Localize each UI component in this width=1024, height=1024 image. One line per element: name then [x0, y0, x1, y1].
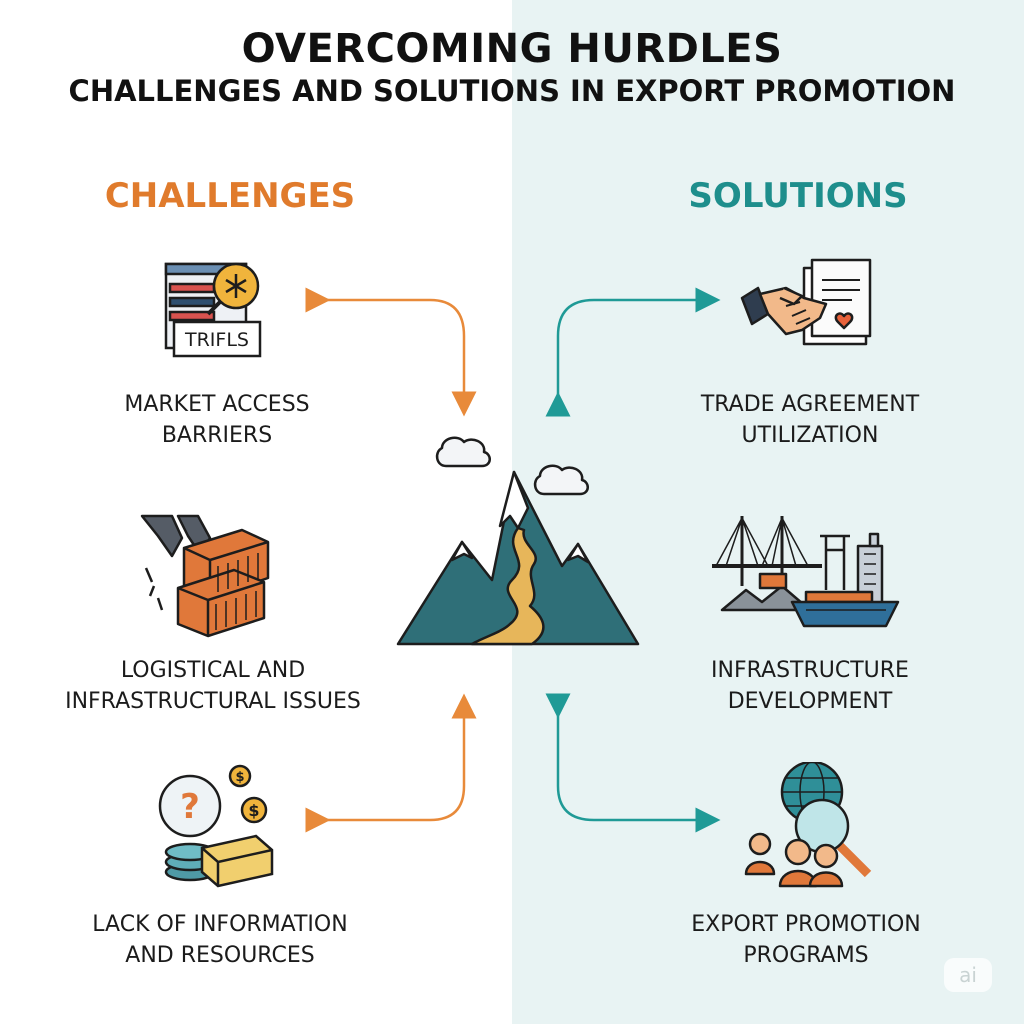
svg-text:$: $	[248, 801, 259, 820]
bridge-port-ship-icon	[712, 516, 900, 628]
svg-text:?: ?	[180, 787, 200, 827]
solutions-heading: SOLUTIONS	[688, 176, 908, 216]
solution-label-export-promotion: EXPORT PROMOTION PROGRAMS	[691, 912, 921, 968]
solution-label-infrastructure: INFRASTRUCTURE DEVELOPMENT	[711, 658, 909, 714]
arrow-lack-of-information	[305, 693, 477, 833]
svg-text:$: $	[235, 770, 244, 785]
mountain-path-icon	[396, 436, 640, 646]
arrow-trade-agreement	[545, 287, 721, 417]
tariff-sign-text: TRIFLS	[184, 329, 249, 351]
challenge-label-information: LACK OF INFORMATION AND RESOURCES	[92, 912, 348, 968]
tariff-sign-icon: TRIFLS	[164, 262, 262, 358]
arrow-export-promotion	[545, 693, 721, 833]
solutions-panel	[512, 0, 1024, 1024]
page-subtitle: CHALLENGES AND SOLUTIONS IN EXPORT PROMO…	[68, 74, 956, 108]
question-coins-money-icon: ? $ $	[158, 764, 274, 888]
challenges-heading: CHALLENGES	[104, 176, 356, 216]
challenge-label-market-access: MARKET ACCESS BARRIERS	[124, 392, 310, 448]
watermark-badge: ai	[944, 958, 992, 992]
page-title: OVERCOMING HURDLES	[241, 26, 783, 72]
arrow-market-access	[305, 287, 477, 417]
globe-magnifier-people-icon	[744, 762, 872, 888]
handshake-document-icon	[740, 258, 872, 346]
challenge-label-logistics: LOGISTICAL AND INFRASTRUCTURAL ISSUES	[65, 658, 361, 714]
broken-shipping-containers-icon	[140, 514, 270, 638]
solution-label-trade-agreement: TRADE AGREEMENT UTILIZATION	[700, 392, 920, 448]
